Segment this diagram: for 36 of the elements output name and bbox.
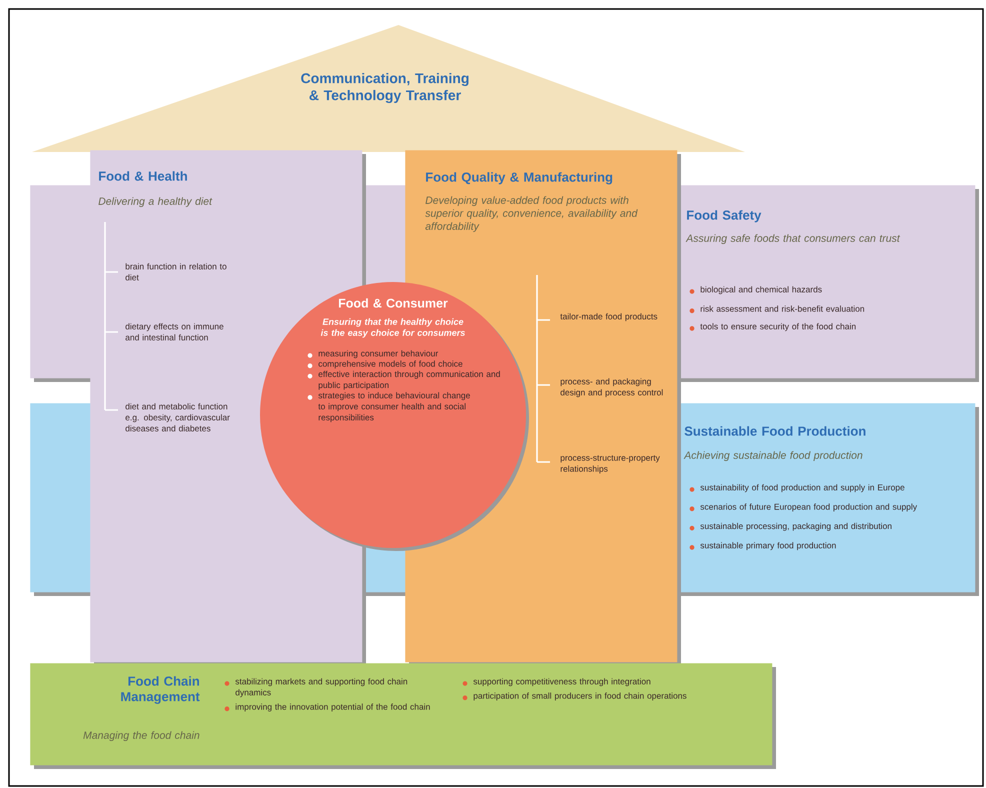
subtitle: Achieving sustainable food production — [684, 451, 862, 461]
list-item: tailor-made food products — [560, 313, 658, 322]
heading: Food Quality & Manufacturing — [426, 172, 612, 184]
heading: Food & Health — [99, 171, 187, 181]
subtitle: Managing the food chain — [83, 731, 200, 741]
bullet-item: risk assessment and risk-benefit evaluation — [690, 306, 864, 314]
list-item: diet and metabolic function e.g. obesity, cardiovascular diseases and diabetes — [126, 403, 230, 432]
list-item: process-structure-property relationships — [560, 455, 660, 474]
heading: Communication, Training & Technology Transfer — [301, 72, 468, 104]
subtitle: Developing value-added food products with superior quality, convenience, availability and affordability — [425, 196, 638, 232]
subtitle: Delivering a healthy diet — [98, 197, 212, 207]
list-item: dietary effects on immune and intestinal function — [126, 323, 224, 340]
bullet-item: sustainable processing, packaging and distribution — [690, 522, 892, 531]
bullet-item: improving the innovation potential of the food chain — [224, 704, 430, 712]
heading: Food & Consumer — [338, 298, 448, 308]
heading: Food Safety — [687, 210, 762, 222]
bullet-item: comprehensive models of food choice — [308, 360, 462, 368]
list-item: brain function in relation to diet — [126, 263, 226, 280]
subtitle: Assuring safe foods that consumers can trust — [686, 234, 900, 244]
bullet-item: sustainable primary food production — [690, 542, 836, 550]
bullet-item: biological and chemical hazards — [690, 286, 822, 294]
bullet-item: measuring consumer behaviour — [308, 350, 438, 358]
heading: Sustainable Food Production — [684, 426, 866, 436]
bullet-item: scenarios of future European food production and supply — [690, 504, 918, 512]
list-item: process- and packaging design and process control — [560, 378, 663, 398]
bullet-item: participation of small producers in food chain operations — [462, 692, 686, 700]
bullet-item: tools to ensure security of the food chain — [690, 323, 856, 332]
tagline: Ensuring that the healthy choice is the easy choice for consumers — [320, 318, 465, 338]
roof-triangle — [32, 25, 745, 152]
bullet-item: stabilizing markets and supporting food chain dynamics — [224, 678, 408, 698]
bullet-item: supporting competitiveness through integration — [462, 678, 650, 686]
circle — [260, 282, 529, 551]
bullet-item: strategies to induce behavioural change to improve consumer health and social responsibilities — [308, 392, 470, 422]
base-box — [30, 663, 776, 769]
bullet-item: sustainability of food production and supply in Europe — [690, 484, 904, 492]
heading: Food Chain Management — [121, 676, 200, 704]
